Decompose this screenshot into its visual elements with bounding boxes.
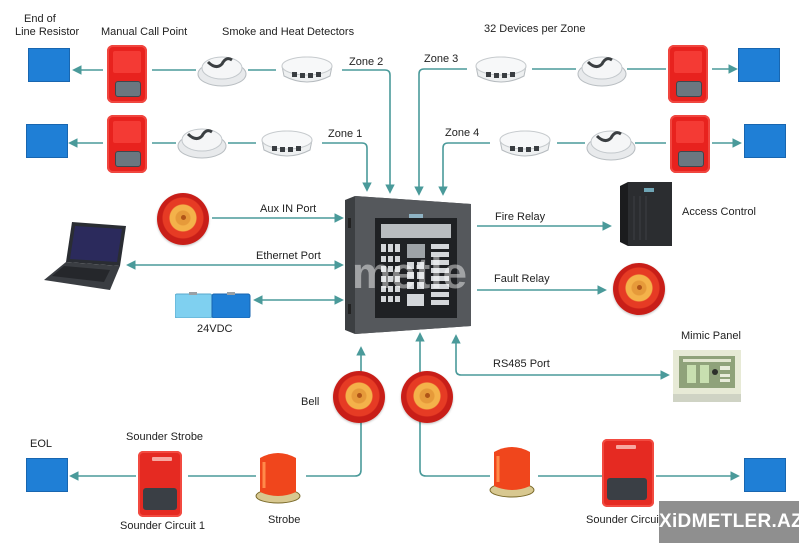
eol-resistor-label-line2: Line Resistor — [15, 26, 80, 38]
manual-call-point-zone4 — [670, 115, 710, 173]
smoke-detector-icon — [261, 130, 313, 157]
heat-detector-icon — [197, 56, 247, 87]
sounder2-wire-down — [419, 420, 490, 477]
aux-bell-icon — [157, 193, 209, 245]
sounder-strobe-icon — [138, 451, 182, 517]
eol-label: EOL — [30, 438, 53, 450]
fault-bell-icon — [613, 263, 665, 315]
zone2-wire-to-panel — [342, 69, 395, 194]
smoke-detector-icon — [499, 130, 551, 157]
fire-relay-label: Fire Relay — [495, 211, 546, 223]
eol-sounder-circuit-1 — [26, 458, 68, 492]
eol-resistor-zone3 — [738, 48, 780, 82]
heat-detector-icon — [586, 130, 636, 161]
site-watermark: XiDMETLER.AZ — [659, 501, 799, 543]
manual-call-point-zone2 — [107, 45, 147, 103]
rs485-wire — [451, 334, 670, 380]
fault-relay-label: Fault Relay — [494, 273, 550, 285]
access-control-label: Access Control — [682, 206, 756, 218]
battery-icon — [175, 292, 251, 318]
fire-alarm-control-panel — [345, 196, 471, 334]
zone2-label: Zone 2 — [349, 56, 384, 68]
sounder-circuit-1-label: Sounder Circuit 1 — [120, 520, 205, 532]
sounder1-wire-up — [306, 420, 362, 477]
bell-label: Bell — [301, 396, 320, 408]
smoke-detector-icon — [475, 56, 527, 83]
eol-sounder-circuit-2 — [744, 458, 786, 492]
manual-call-point-label: Manual Call Point — [101, 26, 188, 38]
zone1-wire-to-panel — [322, 142, 372, 192]
mimic-panel-label: Mimic Panel — [681, 330, 741, 342]
aux-in-port-label: Aux IN Port — [260, 203, 317, 215]
strobe-label: Strobe — [268, 514, 301, 526]
panel-watermark: metle — [352, 249, 467, 298]
ethernet-port-label: Ethernet Port — [256, 250, 321, 262]
sounder-circuit-2-label: Sounder Circuit 2 — [586, 514, 671, 526]
manual-call-point-zone3 — [668, 45, 708, 103]
power-24vdc-label: 24VDC — [197, 323, 233, 335]
access-control-unit-icon — [620, 182, 672, 246]
eol-resistor-zone2 — [28, 48, 70, 82]
heat-detector-icon — [177, 128, 227, 159]
zone3-wire-to-panel — [414, 68, 467, 196]
devices-per-zone-label: 32 Devices per Zone — [484, 23, 586, 35]
sounder1-bell-icon — [333, 371, 385, 423]
detectors-label: Smoke and Heat Detectors — [222, 26, 355, 38]
zone3-label: Zone 3 — [424, 53, 459, 65]
zone1-label: Zone 1 — [328, 128, 363, 140]
strobe-light-icon — [489, 447, 535, 498]
sounder-strobe-2-icon — [602, 439, 654, 507]
mimic-panel-icon — [673, 350, 741, 402]
zone4-label: Zone 4 — [445, 127, 480, 139]
sounder2-bell-icon — [401, 371, 453, 423]
sounder-strobe-label: Sounder Strobe — [126, 431, 204, 443]
zone4-wire-to-panel — [438, 142, 490, 196]
eol-resistor-zone1 — [26, 124, 68, 158]
laptop-icon — [44, 222, 126, 290]
strobe-light-icon — [255, 453, 301, 504]
manual-call-point-zone1 — [107, 115, 147, 173]
heat-detector-icon — [577, 56, 627, 87]
eol-resistor-zone4 — [744, 124, 786, 158]
eol-resistor-label-line1: End of — [24, 13, 56, 25]
rs485-port-label: RS485 Port — [493, 358, 550, 370]
smoke-detector-icon — [281, 56, 333, 83]
